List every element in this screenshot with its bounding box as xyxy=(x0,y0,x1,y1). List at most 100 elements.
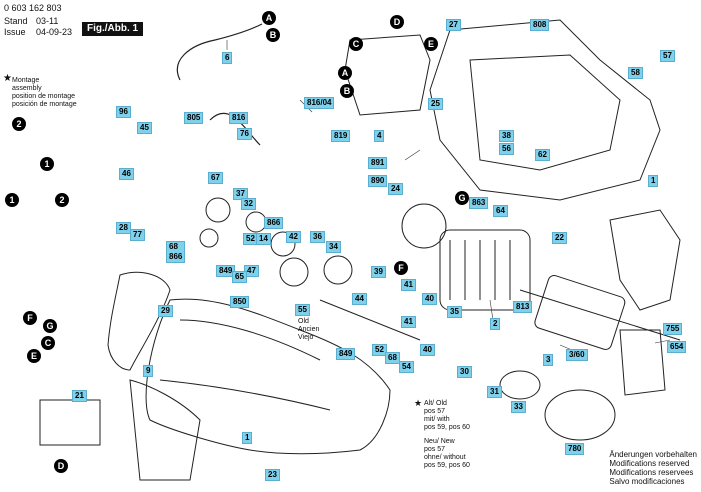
part-label-40-a: 40 xyxy=(422,293,437,305)
part-label-2: 2 xyxy=(490,318,501,330)
part-label-780: 780 xyxy=(565,443,585,455)
part-label-76: 76 xyxy=(237,128,252,140)
gears xyxy=(199,197,447,341)
part-label-34: 34 xyxy=(326,241,341,253)
alt-legend-line-8: ohne/ without xyxy=(424,454,466,461)
part-label-24: 24 xyxy=(388,183,403,195)
callout-b-2: B xyxy=(340,84,354,98)
callout-c-2: C xyxy=(41,336,55,350)
part-label-816-04: 816/04 xyxy=(304,97,335,109)
part-label-891: 891 xyxy=(368,157,388,169)
callout-a-2: A xyxy=(338,66,352,80)
part-label-28: 28 xyxy=(116,222,131,234)
part-label-27: 27 xyxy=(446,19,461,31)
part-label-41-b: 41 xyxy=(401,316,416,328)
issue-label: Issue xyxy=(4,27,26,37)
part-label-35: 35 xyxy=(447,306,462,318)
part-label-866-a: 866 xyxy=(264,217,284,229)
part-label-9: 9 xyxy=(143,365,154,377)
part-label-62: 62 xyxy=(535,149,550,161)
callout-2: 2 xyxy=(12,117,26,131)
drill-housing xyxy=(129,298,391,481)
callout-2-b: 2 xyxy=(55,193,69,207)
part-label-56: 56 xyxy=(499,143,514,155)
part-label-6: 6 xyxy=(222,52,233,64)
callout-d: D xyxy=(390,15,404,29)
issue-value: 04-09-23 xyxy=(36,27,73,37)
callout-b: B xyxy=(266,28,280,42)
part-label-29: 29 xyxy=(158,305,173,317)
part-label-44: 44 xyxy=(352,293,367,305)
montage-legend-symbol: ★ xyxy=(3,73,12,84)
part-label-46: 46 xyxy=(119,168,134,180)
part-label-52-b: 52 xyxy=(372,344,387,356)
modifications-line-3: Modifications reservees xyxy=(609,468,694,477)
part-label-3: 3 xyxy=(543,354,554,366)
part-label-25: 25 xyxy=(428,98,443,110)
alt-note-3: Ancien xyxy=(298,326,320,333)
part-label-57: 57 xyxy=(660,50,675,62)
alt-legend-line-4: pos 59, pos 60 xyxy=(424,424,470,431)
power-cord xyxy=(176,23,263,146)
part-label-863: 863 xyxy=(469,197,489,209)
callout-f: F xyxy=(394,261,408,275)
part-label-3-60: 3/60 xyxy=(566,349,588,361)
part-label-96: 96 xyxy=(116,106,131,118)
part-label-32: 32 xyxy=(241,198,256,210)
part-label-77: 77 xyxy=(130,229,145,241)
part-label-808: 808 xyxy=(530,19,550,31)
chuck xyxy=(499,370,616,441)
montage-legend-line-4: posición de montage xyxy=(12,101,77,108)
alt-legend-line-3: mit/ with xyxy=(424,416,450,423)
part-label-36: 36 xyxy=(310,231,325,243)
field-coil xyxy=(439,229,531,311)
callout-f-2: F xyxy=(23,311,37,325)
doc-number: 0 603 162 803 xyxy=(4,3,62,13)
part-label-849-b: 849 xyxy=(336,348,356,360)
callout-g-2: G xyxy=(43,319,57,333)
part-label-67: 67 xyxy=(208,172,223,184)
part-label-890: 890 xyxy=(368,175,388,187)
modifications-line-2: Modifications reserved xyxy=(609,459,690,468)
part-label-805: 805 xyxy=(184,112,204,124)
part-label-30: 30 xyxy=(457,366,472,378)
montage-legend-line-1: Montage xyxy=(12,77,40,84)
alt-legend-line-9: pos 59, pos 60 xyxy=(424,462,470,469)
montage-legend-line-3: position de montage xyxy=(12,93,76,100)
callout-1: 1 xyxy=(40,157,54,171)
figure-label: Fig./Abb. 1 xyxy=(82,22,144,36)
modifications-note: Änderungen vorbehalten Modifications res… xyxy=(609,450,697,486)
part-label-42: 42 xyxy=(286,231,301,243)
alt-legend-line-2: pos 57 xyxy=(424,408,446,415)
alt-legend-line-6: Neu/ New xyxy=(424,438,455,445)
part-label-23: 23 xyxy=(265,469,280,481)
modifications-line-4: Salvo modificaciones xyxy=(609,477,685,486)
callout-e: E xyxy=(424,37,438,51)
alt-note-2: Old xyxy=(298,318,309,325)
part-label-39: 39 xyxy=(371,266,386,278)
armature xyxy=(519,275,681,350)
part-label-22: 22 xyxy=(552,232,567,244)
alt-legend-line-7: pos 57 xyxy=(424,446,446,453)
part-label-38: 38 xyxy=(499,130,514,142)
part-label-816: 816 xyxy=(229,112,249,124)
part-label-40-b: 40 xyxy=(420,344,435,356)
stand-value: 03-11 xyxy=(36,16,59,26)
part-label-819: 819 xyxy=(331,130,351,142)
part-label-813: 813 xyxy=(513,301,533,313)
handle-cover xyxy=(107,271,171,371)
stand-label: Stand xyxy=(4,16,28,26)
callout-d-2: D xyxy=(54,459,68,473)
motor-housing xyxy=(429,19,661,201)
part-label-58: 58 xyxy=(628,67,643,79)
part-label-654: 654 xyxy=(667,341,687,353)
part-label-755: 755 xyxy=(663,323,683,335)
part-label-55: 55 xyxy=(295,304,310,316)
part-label-37: 37 xyxy=(233,188,248,200)
alt-legend-line-1: Alt/ Old xyxy=(424,400,447,407)
part-label-14: 14 xyxy=(256,233,271,245)
part-label-45: 45 xyxy=(137,122,152,134)
callout-c: C xyxy=(349,37,363,51)
